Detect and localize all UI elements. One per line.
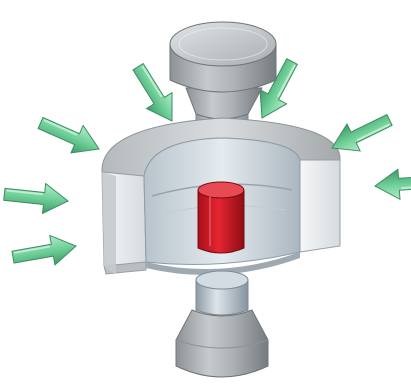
lower-punch: [176, 271, 268, 377]
pressure-arrow-left-lower: [10, 231, 78, 272]
pressure-arrow-right-middle: [374, 167, 411, 201]
workpiece: [198, 182, 244, 253]
pressure-arrow-left-upper: [34, 109, 105, 162]
pressure-arrow-left-middle: [3, 179, 70, 216]
